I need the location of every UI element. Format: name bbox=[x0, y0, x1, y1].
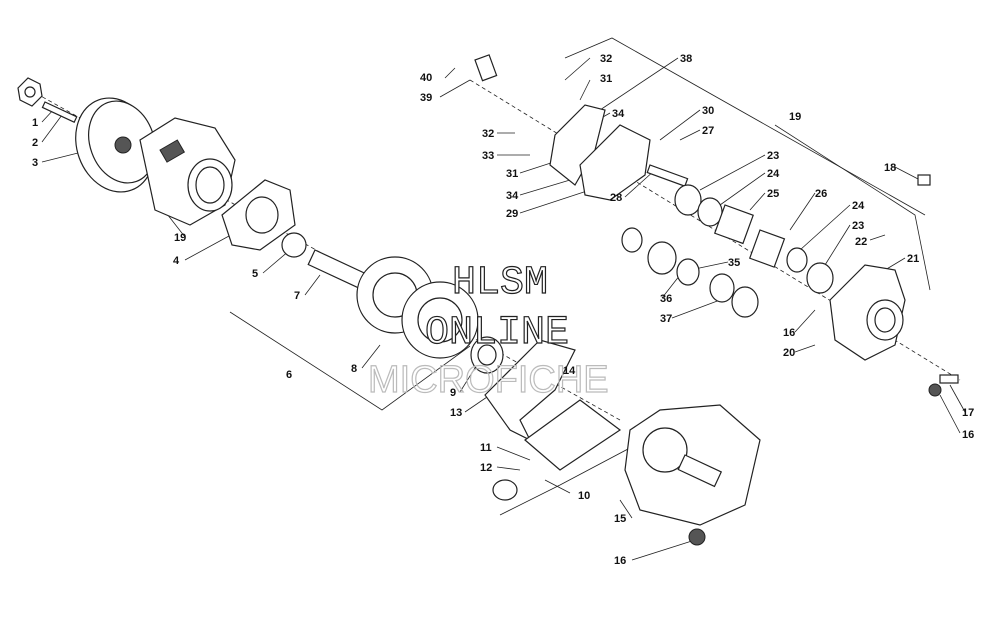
callout-20: 20 bbox=[783, 347, 795, 359]
callout-35: 35 bbox=[728, 257, 740, 269]
callout-18: 18 bbox=[884, 162, 896, 174]
callout-13: 13 bbox=[450, 407, 462, 419]
callout-22: 22 bbox=[855, 236, 867, 248]
drive-clutch-assembly bbox=[17, 77, 156, 193]
callout-32-left: 32 bbox=[482, 128, 494, 140]
callout-10: 10 bbox=[578, 490, 590, 502]
callout-17: 17 bbox=[962, 407, 974, 419]
callout-34-upper: 34 bbox=[612, 108, 625, 120]
chaincase-housing-right bbox=[624, 404, 761, 546]
callout-36: 36 bbox=[660, 293, 672, 305]
callout-39: 39 bbox=[420, 92, 432, 104]
callout-24-upper: 24 bbox=[767, 168, 780, 180]
brake-caliper-housing bbox=[829, 174, 959, 397]
callout-40: 40 bbox=[420, 72, 432, 84]
callout-21: 21 bbox=[907, 253, 919, 265]
callout-16-right: 16 bbox=[962, 429, 974, 441]
callout-15: 15 bbox=[614, 513, 626, 525]
callout-19-left: 19 bbox=[174, 232, 186, 244]
gasket-cover bbox=[221, 179, 307, 258]
callout-27: 27 bbox=[702, 125, 714, 137]
callout-5: 5 bbox=[252, 268, 258, 280]
callout-30: 30 bbox=[702, 105, 714, 117]
callout-23-right: 23 bbox=[852, 220, 864, 232]
callout-37: 37 bbox=[660, 313, 672, 325]
callout-28: 28 bbox=[610, 192, 622, 204]
callout-14: 14 bbox=[563, 365, 576, 377]
callout-29: 29 bbox=[506, 208, 518, 220]
callout-6: 6 bbox=[286, 369, 292, 381]
callout-38: 38 bbox=[680, 53, 692, 65]
callout-24-right: 24 bbox=[852, 200, 865, 212]
callout-labels: 1 2 3 4 5 6 7 8 9 10 11 12 13 14 15 16 1… bbox=[32, 53, 974, 567]
callout-9: 9 bbox=[450, 387, 456, 399]
callout-16-bottom: 16 bbox=[614, 555, 626, 567]
callout-7: 7 bbox=[294, 290, 300, 302]
callout-33: 33 bbox=[482, 150, 494, 162]
callout-11: 11 bbox=[480, 442, 492, 454]
brake-pads-and-bearings bbox=[621, 204, 834, 318]
callout-34-lower: 34 bbox=[506, 190, 519, 202]
callout-31-top: 31 bbox=[600, 73, 612, 85]
callout-23-upper: 23 bbox=[767, 150, 779, 162]
callout-12: 12 bbox=[480, 462, 492, 474]
callout-3: 3 bbox=[32, 157, 38, 169]
callout-25: 25 bbox=[767, 188, 779, 200]
callout-31-left: 31 bbox=[506, 168, 518, 180]
watermark-line1: HLSM bbox=[452, 261, 548, 306]
upper-bracket-assembly bbox=[474, 54, 723, 227]
callout-2: 2 bbox=[32, 137, 38, 149]
callout-26: 26 bbox=[815, 188, 827, 200]
callout-19-right: 19 bbox=[789, 111, 801, 123]
callout-1: 1 bbox=[32, 117, 38, 129]
callout-4: 4 bbox=[173, 255, 180, 267]
brake-bracket bbox=[484, 339, 622, 501]
drive-sprockets bbox=[356, 256, 504, 374]
callout-8: 8 bbox=[351, 363, 357, 375]
callout-32-top: 32 bbox=[600, 53, 612, 65]
callout-16-mid: 16 bbox=[783, 327, 795, 339]
watermark: HLSM ONLINE MICROFICHE bbox=[367, 260, 609, 401]
watermark-line3: MICROFICHE bbox=[368, 359, 609, 401]
chaincase-housing-left bbox=[139, 117, 236, 226]
watermark-line2: ONLINE bbox=[425, 311, 569, 356]
